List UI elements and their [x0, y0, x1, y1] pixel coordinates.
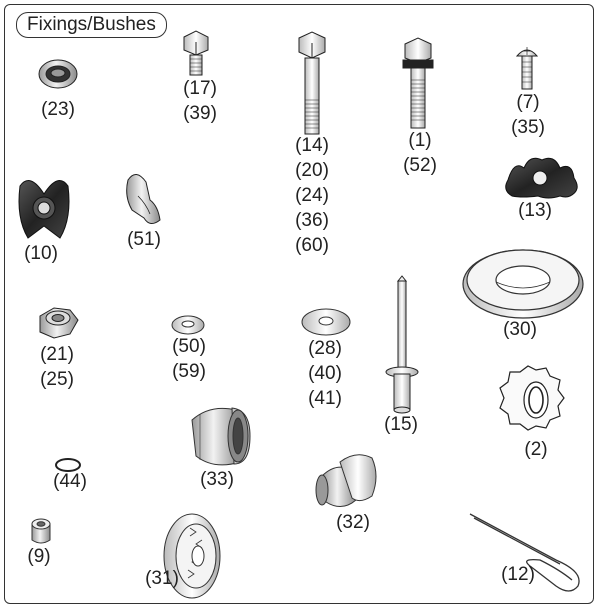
part-number: (9)	[27, 546, 51, 567]
part-number: (40)	[308, 363, 342, 384]
part-number: (50)	[172, 336, 206, 357]
spacer-9	[31, 518, 51, 544]
wing-nut-51	[126, 174, 161, 224]
short-bolt-17-39	[183, 30, 209, 76]
part-number: (12)	[501, 564, 535, 585]
part-number: (13)	[518, 200, 552, 221]
part-number: (24)	[295, 185, 329, 206]
label-group-part-21-25: (21) (25)	[40, 345, 74, 395]
part-number: (17)	[183, 78, 217, 99]
label-group-part-23: (23)	[41, 100, 75, 125]
part-number: (52)	[403, 155, 437, 176]
part-number: (21)	[40, 344, 74, 365]
part-number: (15)	[384, 414, 418, 435]
collar-bolt-1-52	[402, 37, 434, 129]
small-washer-50-59	[171, 315, 205, 335]
bush-33	[191, 407, 251, 466]
part-number: (31)	[145, 568, 179, 589]
label-group-part-10: (10)	[24, 244, 58, 269]
threaded-insert-23	[38, 59, 78, 89]
label-group-part-15: (15)	[384, 415, 418, 440]
label-group-part-50-59: (50) (59)	[172, 337, 206, 387]
flanged-bush-32	[315, 454, 377, 507]
part-number: (2)	[524, 439, 548, 460]
part-number: (7)	[516, 92, 540, 113]
label-group-part-17-39: (17) (39)	[183, 79, 217, 129]
label-group-part-13: (13)	[518, 201, 552, 226]
pop-rivet-15	[385, 275, 419, 414]
washer-28-40-41	[301, 308, 351, 336]
part-number: (41)	[308, 388, 342, 409]
label-group-part-28-40-41: (28) (40) (41)	[308, 339, 342, 414]
star-washer-13	[505, 157, 578, 199]
part-number: (28)	[308, 338, 342, 359]
part-number: (51)	[127, 229, 161, 250]
label-group-part-30: (30)	[503, 320, 537, 345]
part-number: (1)	[408, 130, 432, 151]
part-number: (23)	[41, 99, 75, 120]
r-clip-12	[469, 513, 580, 592]
label-group-part-14: (14) (20) (24) (36) (60)	[295, 136, 329, 261]
part-number: (25)	[40, 369, 74, 390]
label-group-part-7-35: (7) (35)	[511, 93, 545, 143]
part-number: (14)	[295, 135, 329, 156]
toothed-washer-31	[163, 513, 221, 599]
label-group-part-32: (32)	[336, 513, 370, 538]
label-group-part-31: (31)	[145, 569, 179, 594]
label-group-part-2: (2)	[524, 440, 547, 465]
part-number: (35)	[511, 117, 545, 138]
part-number: (32)	[336, 512, 370, 533]
label-group-part-12: (12)	[501, 565, 535, 590]
star-lock-washer-2	[499, 365, 565, 431]
pan-screw-7-35	[515, 47, 539, 90]
part-number: (33)	[200, 469, 234, 490]
o-ring-44	[55, 458, 81, 472]
label-group-part-44: (44)	[53, 472, 87, 497]
part-number: (10)	[24, 243, 58, 264]
part-number: (30)	[503, 319, 537, 340]
part-number: (39)	[183, 103, 217, 124]
part-number: (20)	[295, 160, 329, 181]
flat-washer-30	[462, 249, 584, 319]
long-bolt-14	[298, 31, 326, 135]
part-number: (60)	[295, 235, 329, 256]
label-group-part-33: (33)	[200, 470, 234, 495]
label-group-part-9: (9)	[27, 547, 50, 572]
section-title: Fixings/Bushes	[16, 12, 167, 38]
label-group-part-51: (51)	[127, 230, 161, 255]
label-group-part-1-52: (1) (52)	[403, 131, 437, 181]
part-number: (59)	[172, 361, 206, 382]
nyloc-nut-21-25	[39, 307, 79, 339]
part-number: (44)	[53, 471, 87, 492]
wing-nut-10	[18, 180, 70, 239]
part-number: (36)	[295, 210, 329, 231]
